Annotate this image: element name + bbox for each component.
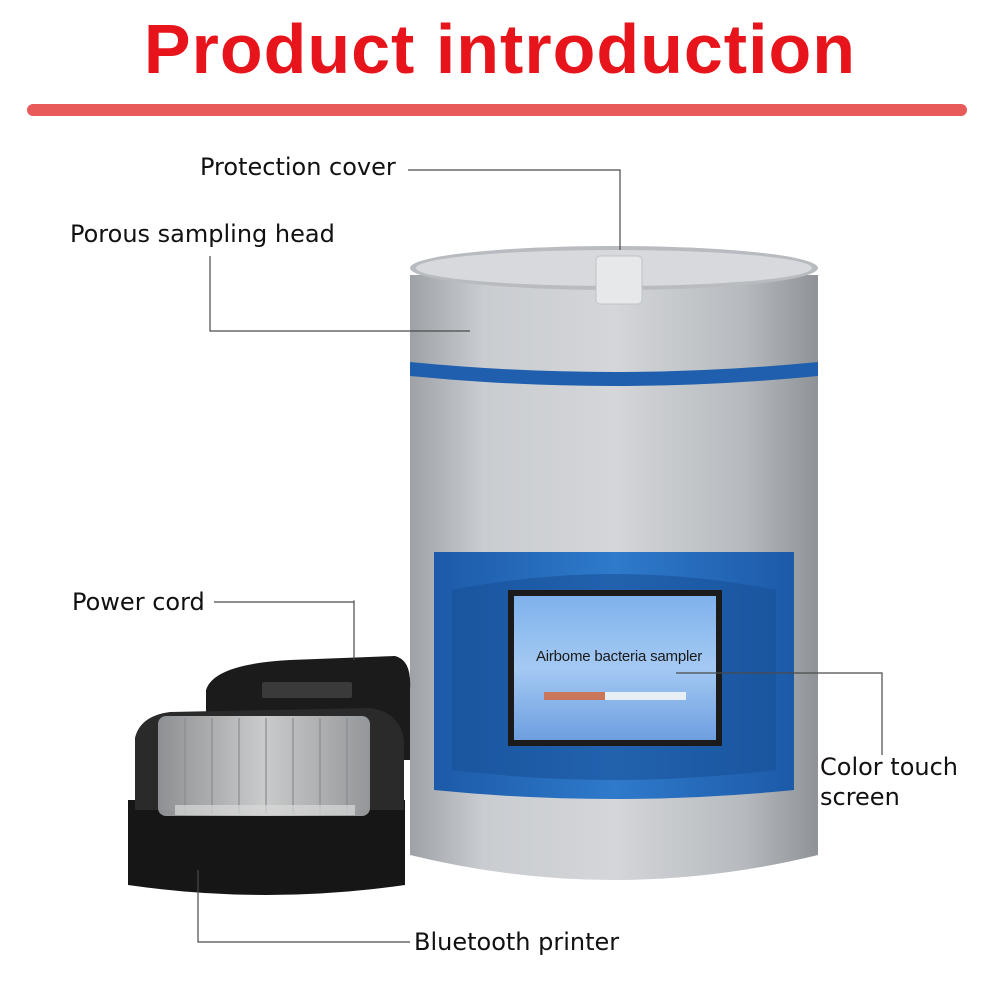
screen-title: Airbome bacteria sampler — [535, 648, 703, 665]
label-color-touch-screen: Color touch screen — [820, 753, 958, 811]
title-underline — [27, 104, 967, 116]
screen-progress-track — [544, 692, 686, 700]
label-porous-sampling-head: Porous sampling head — [70, 220, 335, 248]
screen-progress-fill — [544, 692, 605, 700]
bluetooth-printer — [128, 708, 405, 895]
sampler-body — [410, 246, 818, 880]
label-bluetooth-printer: Bluetooth printer — [414, 928, 620, 956]
label-protection-cover: Protection cover — [200, 153, 396, 181]
page-title: Product introduction — [143, 10, 857, 88]
label-power-cord: Power cord — [72, 588, 205, 616]
